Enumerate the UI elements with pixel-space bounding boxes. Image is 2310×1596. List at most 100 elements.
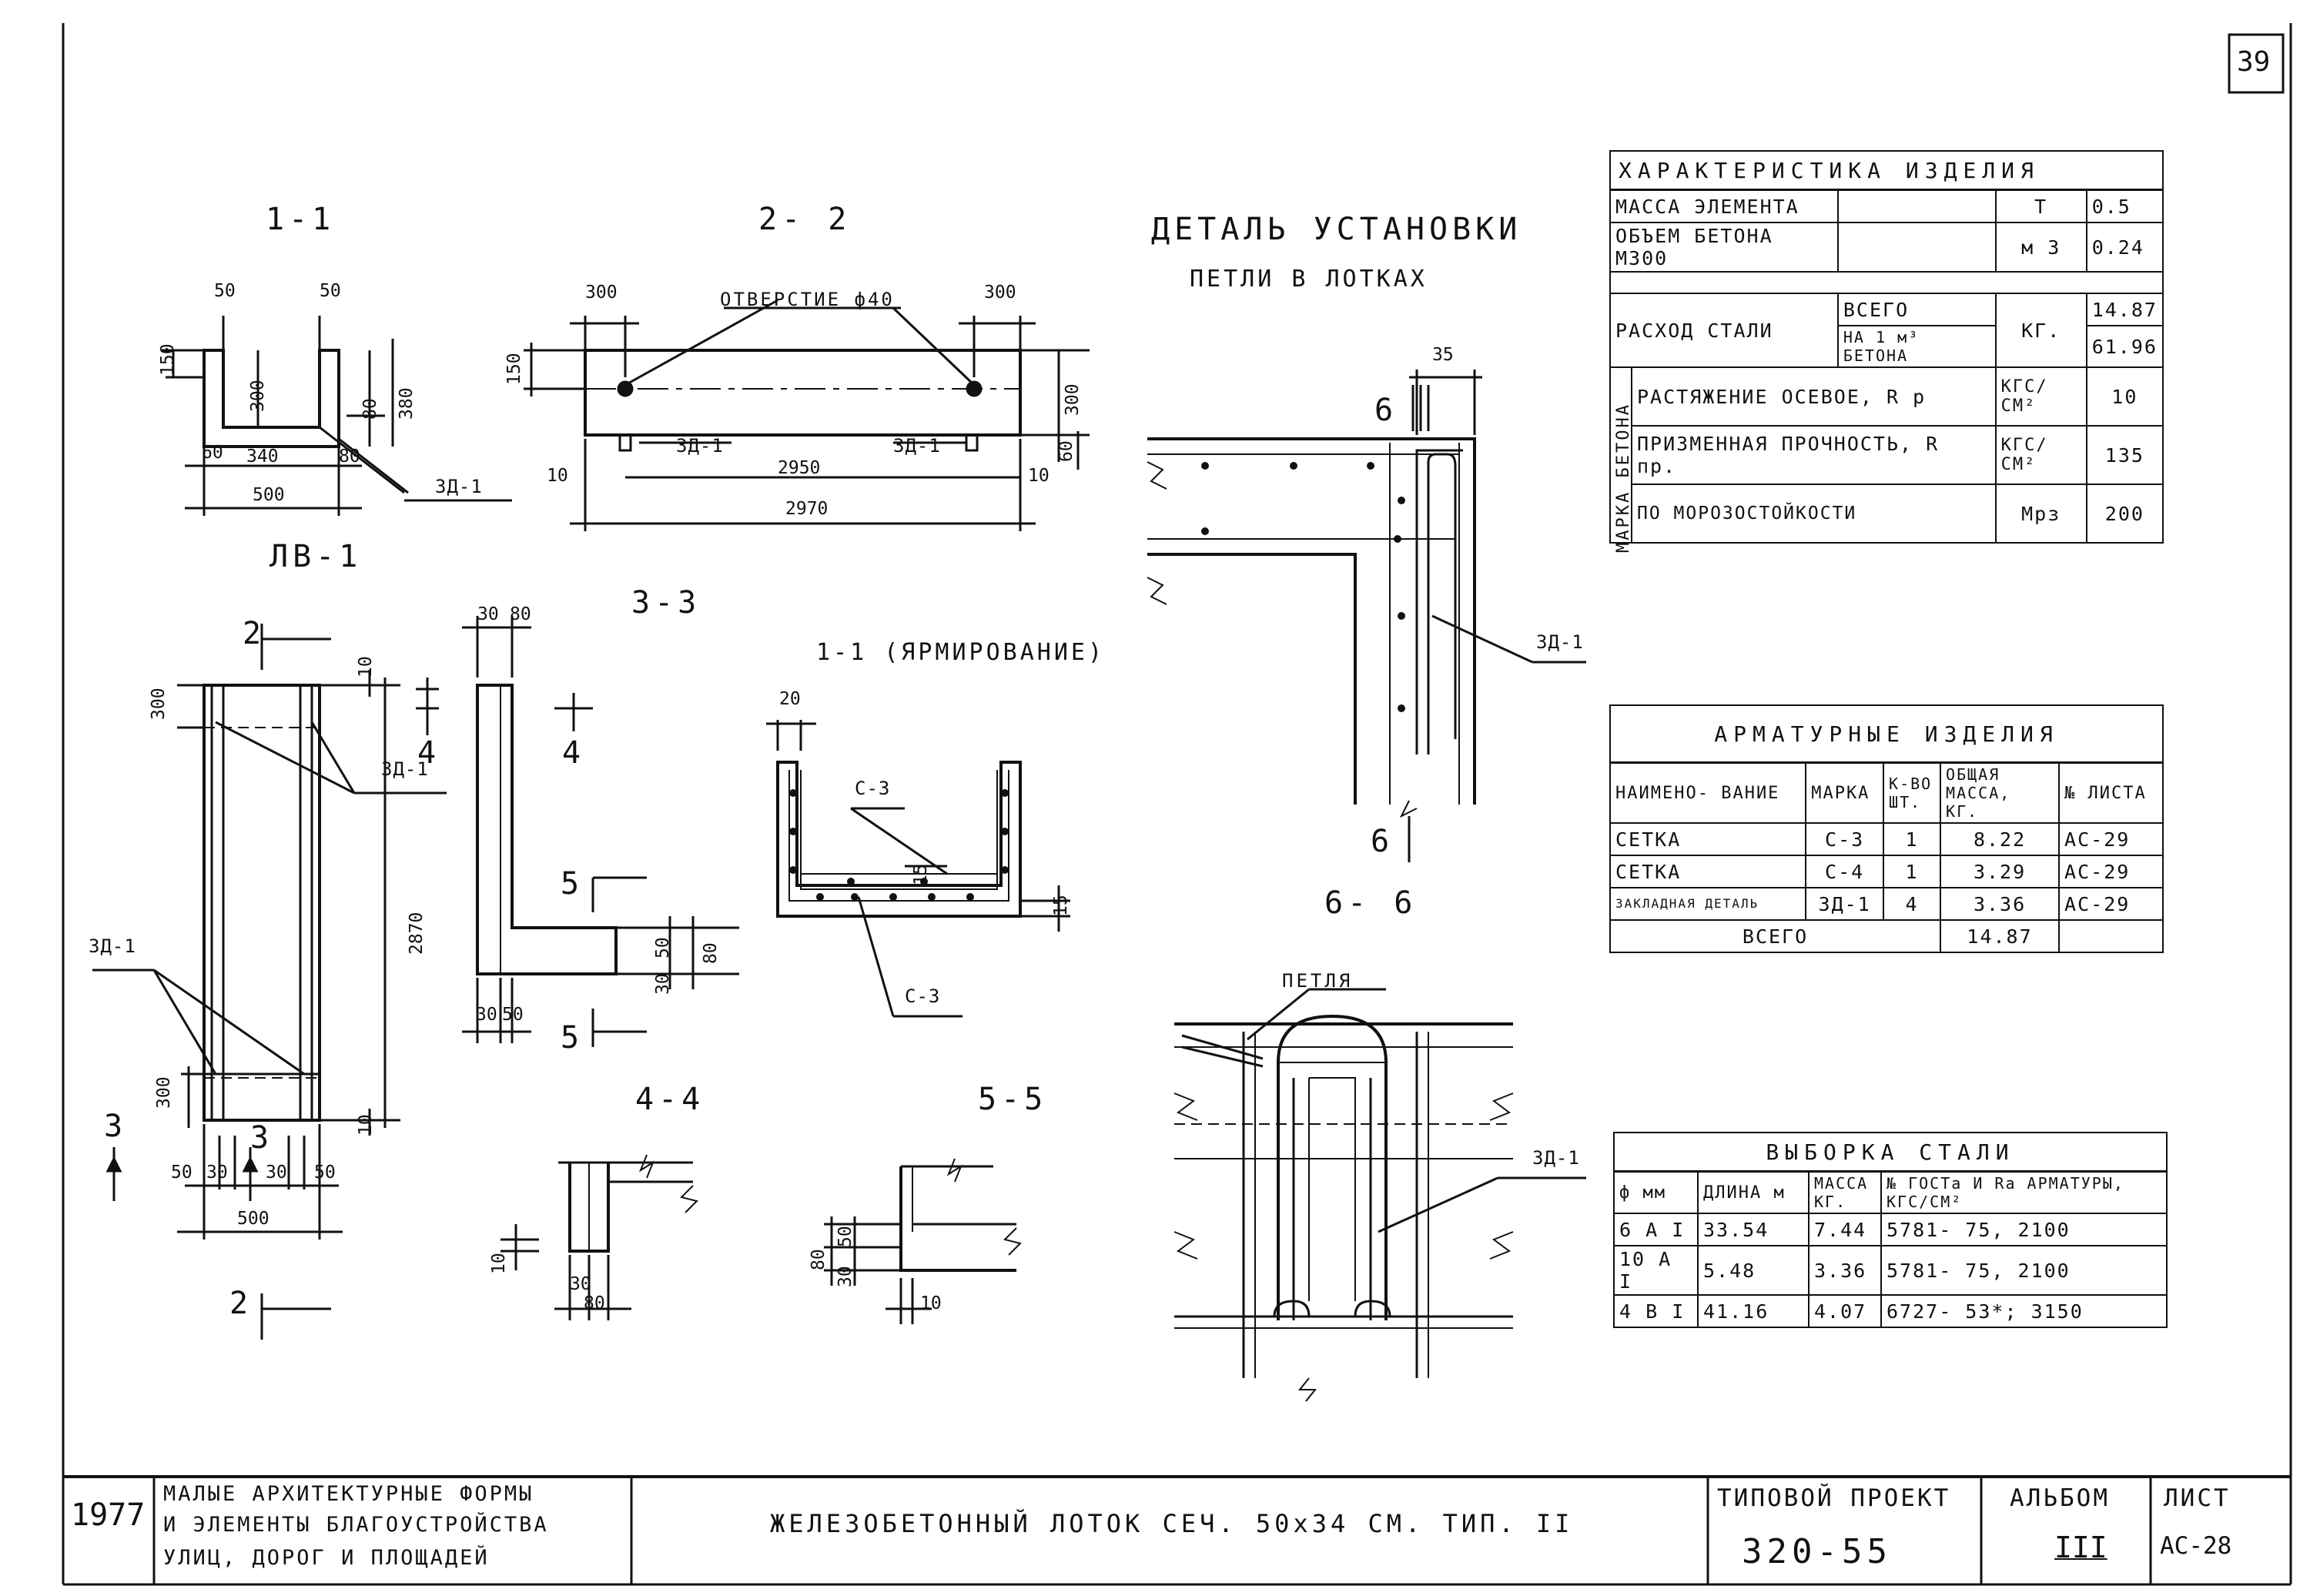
char-cell: КГС/СМ² bbox=[1994, 366, 2087, 427]
dim-4-4-30: 30 bbox=[570, 1274, 591, 1294]
characteristics-title: ХАРАКТЕРИСТИКА ИЗДЕЛИЯ bbox=[1609, 150, 2164, 191]
dim-plan-30-left: 30 bbox=[206, 1163, 228, 1183]
cut-mark-6-bottom: 6 bbox=[1371, 824, 1394, 859]
armature-header: НАИМЕНО- ВАНИЕ bbox=[1609, 761, 1807, 824]
char-cell: 200 bbox=[2085, 483, 2164, 544]
dim-3-3-50-bottom: 50 bbox=[502, 1005, 524, 1025]
char-cell: ПРИЗМЕННАЯ ПРОЧНОСТЬ, R пр. bbox=[1631, 425, 1997, 485]
dim-5-5-30: 30 bbox=[835, 1266, 855, 1287]
dim-2-2-300-left: 300 bbox=[585, 283, 618, 303]
char-cell: КГС/СМ² bbox=[1994, 425, 2087, 485]
steel-cell: 4.07 bbox=[1808, 1294, 1882, 1328]
steel-title: ВЫБОРКА СТАЛИ bbox=[1613, 1132, 2168, 1173]
section-2-2-title: 2- 2 bbox=[758, 202, 852, 237]
dim-2-2-300-right: 300 bbox=[984, 283, 1016, 303]
armature-header: ОБЩАЯ МАССА, КГ. bbox=[1940, 761, 2061, 824]
char-cell: м 3 bbox=[1994, 222, 2087, 273]
dim-3-3-30: 30 bbox=[477, 604, 499, 624]
stamp-album-value: III bbox=[2054, 1531, 2107, 1564]
armature-cell: С-3 bbox=[1805, 822, 1885, 856]
char-cell: Т bbox=[1994, 189, 2087, 223]
char-cell: 14.87 bbox=[2085, 293, 2164, 326]
sheet-frame bbox=[62, 23, 2292, 1586]
armature-header: № ЛИСТА bbox=[2058, 761, 2164, 824]
section-3-3-drawing bbox=[416, 616, 739, 1047]
char-cell: ПО МОРОЗОСТОЙКОСТИ bbox=[1631, 483, 1997, 544]
loop-detail-plan-drawing bbox=[1147, 370, 1586, 862]
armature-cell: 1 bbox=[1883, 822, 1942, 856]
armature-title: АРМАТУРНЫЕ ИЗДЕЛИЯ bbox=[1609, 704, 2164, 764]
steel-cell: 4 В I bbox=[1613, 1294, 1699, 1328]
section-5-5-drawing bbox=[824, 1158, 1022, 1324]
armature-total-value: 14.87 bbox=[1940, 919, 2061, 953]
char-cell: МАССА ЭЛЕМЕНТА bbox=[1609, 189, 1839, 223]
armature-cell: СЕТКА bbox=[1609, 822, 1807, 856]
char-cell: КГ. bbox=[1994, 293, 2087, 368]
stamp-title: ЖЕЛЕЗОБЕТОННЫЙ ЛОТОК СЕЧ. 50х34 СМ. ТИП.… bbox=[770, 1509, 1574, 1538]
armature-cell: СЕТКА bbox=[1609, 855, 1807, 888]
steel-header: МАССА КГ. bbox=[1808, 1170, 1882, 1214]
detail-title-line2: ПЕТЛИ В ЛОТКАХ bbox=[1190, 266, 1428, 293]
char-cell: ВСЕГО bbox=[1836, 293, 1997, 326]
dim-2-2-10-left: 10 bbox=[547, 466, 568, 486]
zd1-note-2-2-left: ЗД-1 bbox=[676, 435, 724, 457]
concrete-grade-label: МАРКА БЕТОНА bbox=[1614, 403, 1633, 553]
dim-1-1-50-right: 50 bbox=[320, 281, 341, 301]
characteristics-table: ХАРАКТЕРИСТИКА ИЗДЕЛИЯ МАССА ЭЛЕМЕНТА Т … bbox=[1609, 150, 2164, 553]
dim-arm-15: 15 bbox=[911, 864, 931, 885]
section-4-4-title: 4-4 bbox=[635, 1082, 705, 1117]
char-cell: НА 1 м³ БЕТОНА bbox=[1836, 325, 1997, 368]
section-1-1-title: 1-1 bbox=[266, 202, 336, 237]
dim-plan-30-right: 30 bbox=[266, 1163, 287, 1183]
dim-2-2-60: 60 bbox=[1056, 440, 1076, 462]
c3-note-top: С-3 bbox=[855, 778, 891, 799]
dim-plan-10-bottom: 10 bbox=[356, 1114, 376, 1136]
c3-note-bottom: С-3 bbox=[905, 985, 941, 1007]
section-2-2-drawing bbox=[524, 299, 1090, 531]
armature-cell: 1 bbox=[1883, 855, 1942, 888]
dim-2-2-150: 150 bbox=[504, 353, 524, 385]
hole-note: ОТВЕРСТИЕ ф40 bbox=[720, 289, 895, 310]
armature-cell: 3.29 bbox=[1940, 855, 2061, 888]
zd1-note-6-6: ЗД-1 bbox=[1532, 1147, 1580, 1169]
stamp-album-label: АЛЬБОМ bbox=[2010, 1484, 2110, 1512]
dim-1-1-60: 60 bbox=[202, 443, 223, 463]
dim-plan-500: 500 bbox=[237, 1209, 270, 1229]
section-1-1-drawing bbox=[162, 316, 512, 516]
steel-cell: 7.44 bbox=[1808, 1213, 1882, 1246]
dim-arm-15-right: 15 bbox=[1051, 895, 1071, 916]
char-cell: 0.5 bbox=[2085, 189, 2164, 223]
dim-plan-50-left: 50 bbox=[171, 1163, 192, 1183]
armature-cell: АС-29 bbox=[2058, 855, 2164, 888]
dim-plan-50-right: 50 bbox=[314, 1163, 336, 1183]
cut-mark-2-bottom: 2 bbox=[229, 1286, 253, 1321]
zd1-note-1-1: ЗД-1 bbox=[435, 476, 483, 497]
char-cell: 61.96 bbox=[2085, 325, 2164, 368]
steel-cell: 5781- 75, 2100 bbox=[1880, 1213, 2168, 1246]
dim-1-1-500: 500 bbox=[253, 485, 285, 505]
dim-plan-2870: 2870 bbox=[407, 912, 427, 955]
dim-1-1-340: 340 bbox=[246, 447, 279, 467]
steel-cell: 3.36 bbox=[1808, 1245, 1882, 1296]
dim-plan-300-top: 300 bbox=[149, 688, 169, 720]
char-cell: 135 bbox=[2085, 425, 2164, 485]
dim-3-3-30-vert: 30 bbox=[653, 973, 673, 995]
plan-lv1-drawing bbox=[92, 624, 447, 1340]
dim-2-2-10-right: 10 bbox=[1028, 466, 1050, 486]
dim-1-1-300: 300 bbox=[248, 380, 268, 412]
dim-plan-10-top: 10 bbox=[356, 656, 376, 678]
cut-mark-2-top: 2 bbox=[243, 616, 266, 651]
char-cell bbox=[1836, 189, 1997, 223]
loop-note: ПЕТЛЯ bbox=[1282, 970, 1354, 992]
dim-2-2-2950: 2950 bbox=[778, 458, 821, 478]
cut-mark-4-left: 4 bbox=[417, 735, 441, 771]
section-3-3-title: 3-3 bbox=[631, 585, 701, 621]
steel-header: ф мм bbox=[1613, 1170, 1699, 1214]
dim-5-5-50: 50 bbox=[835, 1226, 855, 1247]
char-cell: Мрз bbox=[1994, 483, 2087, 544]
dim-1-1-80: 80 bbox=[360, 398, 380, 420]
armature-cell: ЗД-1 bbox=[1805, 887, 1885, 921]
char-cell: РАСТЯЖЕНИЕ ОСЕВОЕ, R р bbox=[1631, 366, 1997, 427]
title-block-lines bbox=[152, 1477, 2152, 1584]
